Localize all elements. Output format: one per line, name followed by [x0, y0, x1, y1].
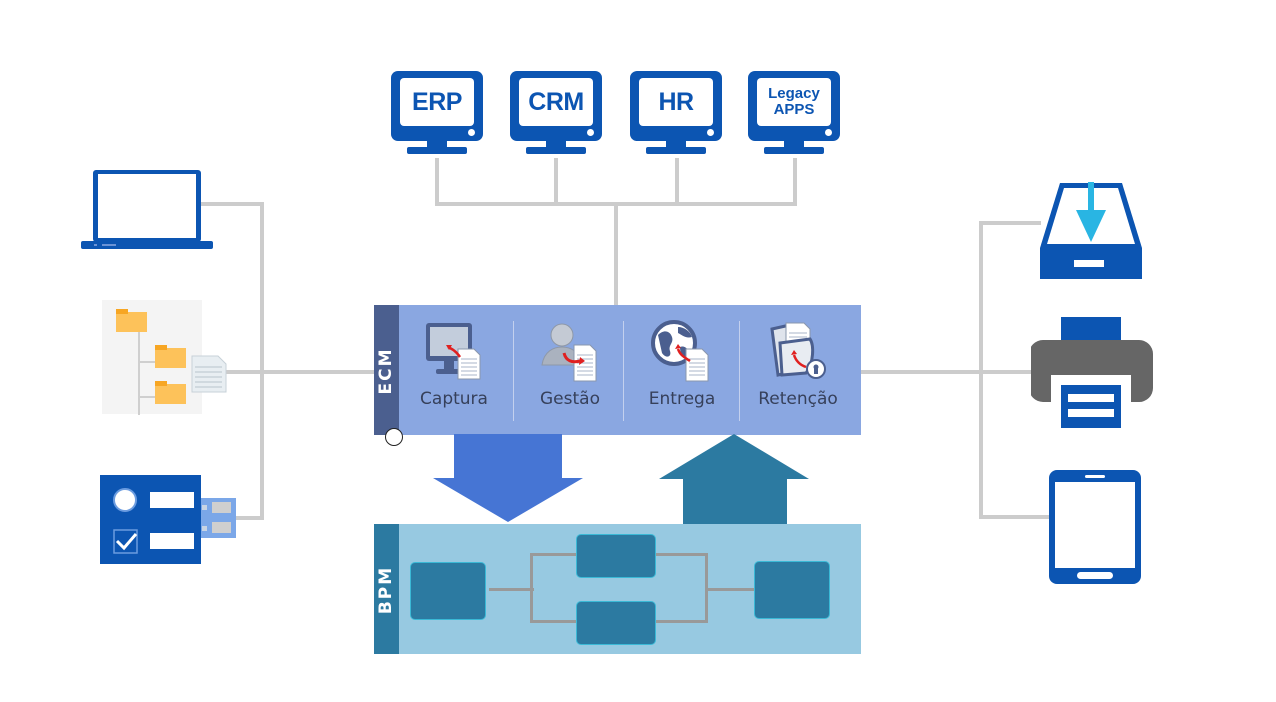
- system-crm: CRM: [510, 71, 602, 159]
- arrow-up-icon: [659, 434, 809, 524]
- ecm-item-label: Retenção: [758, 389, 838, 409]
- process-step[interactable]: [410, 562, 486, 620]
- ecm-title: ECM: [376, 347, 396, 395]
- ecm-item-captura[interactable]: Captura: [398, 319, 510, 419]
- folder-tree-icon: [102, 300, 227, 415]
- ecm-panel: ECM Captura Gestão: [374, 305, 861, 435]
- ecm-item-gestao[interactable]: Gestão: [514, 319, 626, 419]
- process-step[interactable]: [576, 601, 656, 645]
- system-label-line2: APPS: [773, 101, 815, 118]
- printer-icon: [1031, 317, 1153, 428]
- monitor-led-icon: [707, 129, 714, 136]
- system-hr: HR: [630, 71, 722, 159]
- tablet-icon: [1049, 470, 1141, 584]
- system-legacy-apps: Legacy APPS: [748, 71, 840, 159]
- bpm-panel: BPM: [374, 524, 861, 654]
- bpm-title: BPM: [376, 565, 396, 615]
- user-document-management-icon: [541, 323, 597, 382]
- system-label-line1: Legacy: [768, 85, 820, 102]
- ecm-item-label: Captura: [420, 389, 488, 409]
- ecm-side-bar: [374, 305, 399, 435]
- monitor-led-icon: [587, 129, 594, 136]
- arrow-down-icon: [433, 434, 583, 522]
- ecm-item-label: Gestão: [540, 389, 600, 409]
- folder-lock-retention-icon: [770, 322, 826, 379]
- monitor-led-icon: [468, 129, 475, 136]
- ecm-separator: [513, 321, 514, 421]
- monitor-led-icon: [825, 129, 832, 136]
- process-step[interactable]: [754, 561, 830, 619]
- system-label: HR: [658, 87, 694, 116]
- system-label: ERP: [412, 87, 462, 116]
- ecm-item-label: Entrega: [648, 389, 716, 409]
- globe-document-delivery-icon: [651, 320, 709, 382]
- system-label: CRM: [528, 87, 584, 116]
- ecm-separator: [739, 321, 740, 421]
- ecm-item-entrega[interactable]: Entrega: [626, 319, 738, 419]
- laptop-icon: [81, 170, 213, 249]
- resize-handle[interactable]: [385, 428, 403, 446]
- ecm-separator: [623, 321, 624, 421]
- monitor-document-capture-icon: [426, 323, 481, 380]
- form-usb-icon: [100, 475, 236, 564]
- bpm-side-bar: [374, 524, 399, 654]
- process-step[interactable]: [576, 534, 656, 578]
- system-erp: ERP: [391, 71, 483, 159]
- ecm-item-retencao[interactable]: Retenção: [742, 319, 854, 419]
- inbox-tray-icon: [1040, 182, 1142, 279]
